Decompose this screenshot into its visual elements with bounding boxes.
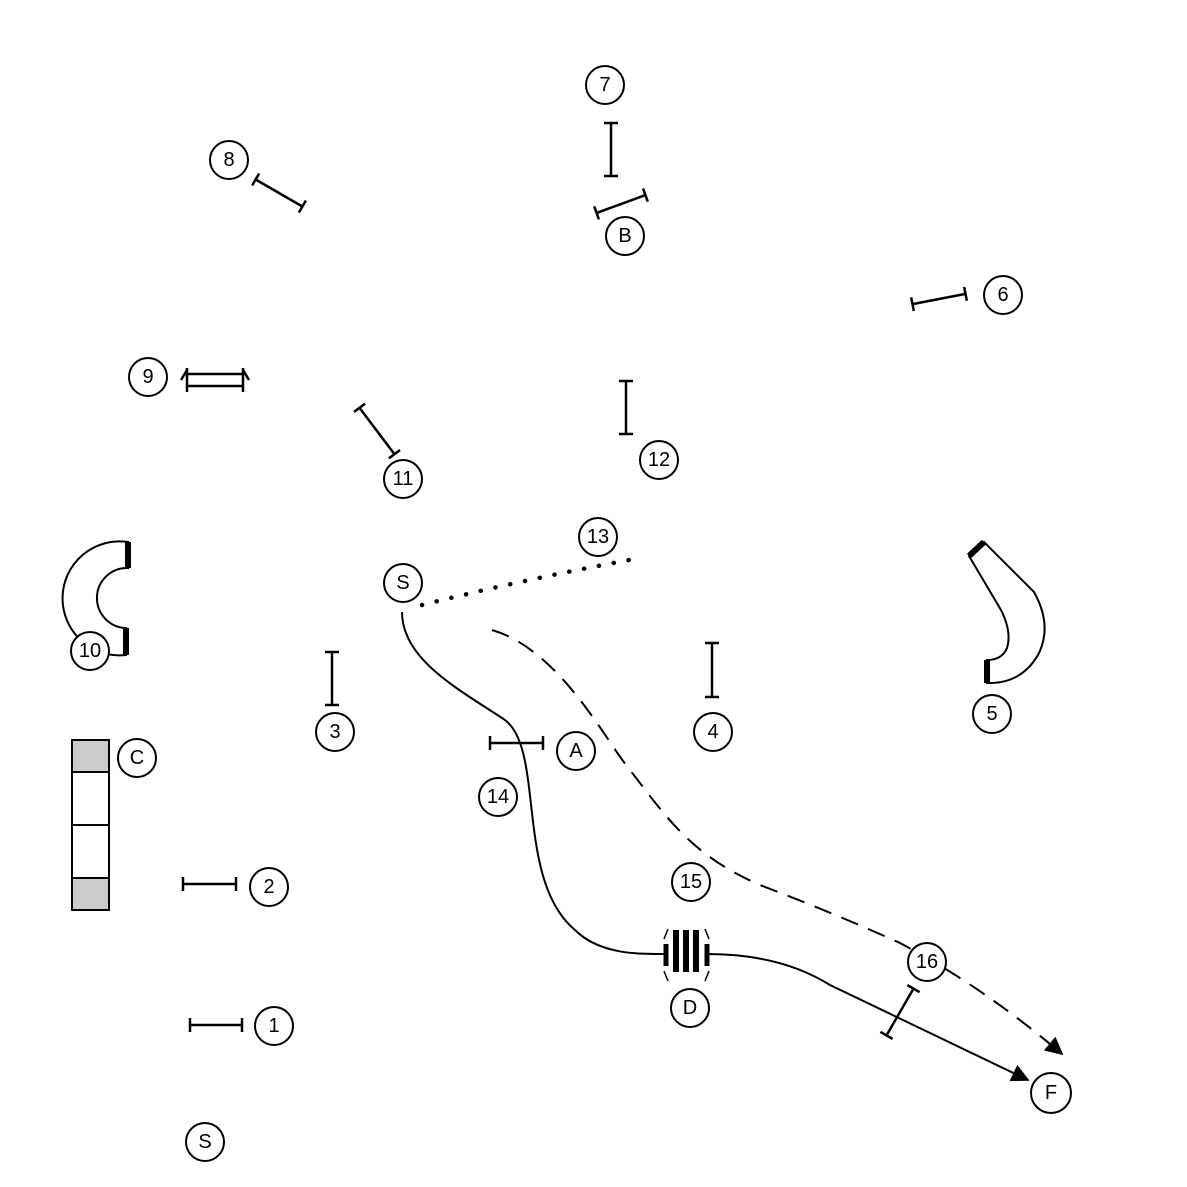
label-text: C	[130, 747, 144, 769]
jump-b	[592, 188, 650, 220]
jump-3	[325, 650, 339, 707]
label-text: B	[618, 225, 631, 247]
label-10: 10	[70, 631, 110, 671]
label-text: 15	[680, 871, 702, 893]
label-11: 11	[383, 459, 423, 499]
label-text: 7	[599, 74, 610, 96]
label-15: 15	[671, 862, 711, 902]
label-start-1: S	[383, 563, 423, 603]
label-finish: F	[1030, 1072, 1072, 1114]
label-text: D	[683, 997, 697, 1019]
label-2: 2	[249, 867, 289, 907]
label-start-2: S	[185, 1122, 225, 1162]
label-14: 14	[478, 777, 518, 817]
label-7: 7	[585, 65, 625, 105]
label-b: B	[605, 216, 645, 256]
label-1: 1	[254, 1006, 294, 1046]
label-6: 6	[983, 275, 1023, 315]
solid-path	[401, 611, 1028, 1080]
label-16: 16	[907, 942, 947, 982]
label-text: 1	[268, 1015, 279, 1037]
label-3: 3	[315, 712, 355, 752]
label-text: 4	[707, 721, 718, 743]
label-9: 9	[128, 357, 168, 397]
label-text: 6	[997, 284, 1008, 306]
label-text: 9	[142, 366, 153, 388]
label-text: 8	[223, 149, 234, 171]
label-text: 12	[648, 449, 670, 471]
jump-1	[188, 1018, 244, 1032]
label-12: 12	[639, 440, 679, 480]
jump-6	[909, 286, 969, 312]
jump-a	[488, 736, 545, 750]
double-jump-9	[179, 368, 251, 392]
label-c: C	[117, 738, 157, 778]
label-text: 5	[986, 703, 997, 725]
label-13: 13	[578, 517, 618, 557]
jump-12	[619, 379, 633, 436]
label-text: 2	[263, 876, 274, 898]
label-text: A	[569, 740, 583, 762]
dashed-path	[491, 629, 1064, 1056]
jump-4	[705, 641, 719, 699]
label-text: 14	[487, 786, 509, 808]
label-text: 13	[587, 526, 609, 548]
label-a: A	[556, 731, 596, 771]
label-text: S	[198, 1131, 211, 1153]
label-4: 4	[693, 712, 733, 752]
jump-2	[181, 877, 238, 891]
obstacle-d	[663, 928, 710, 982]
label-8: 8	[209, 140, 249, 180]
label-5: 5	[972, 694, 1012, 734]
jump-16	[879, 984, 921, 1040]
table-c	[71, 739, 110, 911]
label-text: 11	[393, 468, 414, 490]
label-text: 16	[916, 951, 938, 973]
label-d: D	[670, 988, 710, 1028]
jump-11	[353, 402, 401, 460]
label-text: S	[396, 572, 409, 594]
tunnel-5	[966, 539, 1046, 685]
jump-7	[604, 121, 618, 178]
label-text: 10	[79, 640, 101, 662]
tunnel-10	[61, 540, 131, 657]
jump-8	[251, 172, 307, 214]
label-text: 3	[329, 721, 340, 743]
label-text: F	[1045, 1082, 1057, 1104]
dotted-path	[419, 555, 643, 608]
